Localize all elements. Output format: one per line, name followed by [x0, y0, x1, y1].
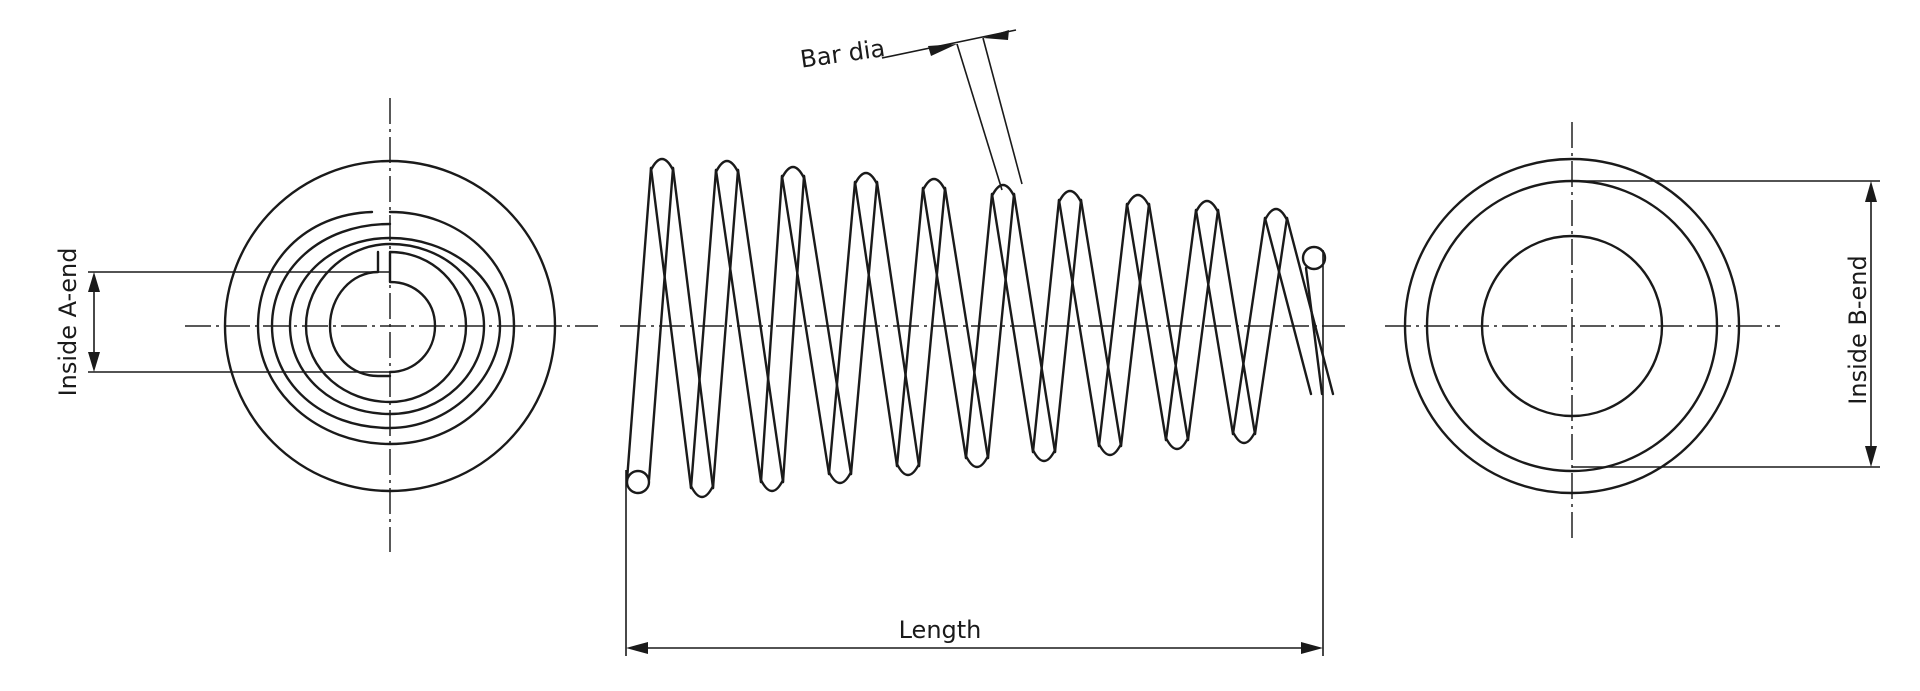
bar-dia-label: Bar dia	[798, 34, 886, 74]
bar-dia-leader-left	[956, 43, 1003, 191]
coil-top-bend	[780, 165, 806, 180]
coil-top-bend	[921, 177, 947, 192]
b-end-arrow-top	[1865, 181, 1877, 202]
coil-start-end-cap	[625, 469, 651, 495]
coil-front-strand	[780, 174, 831, 476]
coil-top-bend	[1263, 207, 1289, 222]
coil-top-bend	[990, 183, 1016, 198]
coil-top-bend	[1125, 193, 1151, 208]
coil-top-bend	[853, 171, 879, 186]
coil-bottom-bend	[759, 478, 785, 493]
coil-back-strand	[781, 174, 806, 484]
coil-bottom-bend	[964, 454, 990, 469]
coil-bottom-bend	[1031, 448, 1057, 463]
coil-back-strand	[625, 166, 653, 482]
a-end-arrow-top	[88, 272, 100, 292]
coil-bottom-bend	[895, 462, 921, 477]
coil-front-strand	[1216, 208, 1257, 436]
b-end-inner-circle	[1480, 234, 1664, 418]
coil-front-strand	[1012, 192, 1057, 454]
coil-back-strand	[1097, 202, 1129, 448]
inside-b-end-label: Inside B-end	[1844, 255, 1872, 404]
coil-back-strand	[964, 192, 994, 460]
coil-top-bend	[649, 157, 675, 172]
bar-dia-arrow-left	[928, 44, 957, 56]
coil-front-strand	[1125, 202, 1168, 442]
coil-back-strand	[647, 166, 675, 482]
coil-front-strand	[875, 180, 921, 468]
length-arrow-left	[626, 642, 648, 654]
spring-side-view: Bar dia Length	[620, 29, 1345, 656]
coil-front-strand	[1057, 198, 1101, 448]
b-end-outer-circle	[1403, 157, 1741, 495]
coil-back-strand	[895, 186, 925, 468]
coil-front-strand	[736, 168, 785, 484]
b-end-arrow-bottom	[1865, 446, 1877, 467]
coil-top-bend	[1194, 199, 1220, 214]
length-label: Length	[899, 616, 982, 644]
coil-top-bend	[714, 159, 740, 174]
coil-back-strand	[1119, 202, 1151, 448]
coil-back-strand	[1031, 198, 1061, 454]
coil-back-strand	[827, 180, 857, 476]
length-arrow-right	[1301, 642, 1323, 654]
coil-back-strand	[711, 168, 740, 490]
bar-dia-dimension-line	[881, 29, 1017, 59]
spring-coils	[625, 157, 1335, 499]
coil-back-strand	[849, 180, 879, 476]
coil-back-strand	[1186, 208, 1220, 442]
a-end-view: Inside A-end	[54, 98, 598, 552]
inside-a-end-label: Inside A-end	[54, 248, 82, 397]
coil-back-strand	[917, 186, 947, 468]
coil-front-strand	[671, 166, 715, 490]
coil-front-strand	[649, 166, 693, 490]
coil-front-strand	[1147, 202, 1190, 442]
bar-dia-arrow-right	[983, 30, 1009, 40]
coil-back-strand	[759, 174, 784, 484]
coil-bottom-bend	[689, 484, 715, 499]
coil-front-strand	[714, 168, 763, 484]
coil-front-strand	[1079, 198, 1123, 448]
coil-back-strand	[1231, 216, 1267, 436]
coil-bottom-bend	[1164, 436, 1190, 451]
coil-back-strand	[689, 168, 718, 490]
coil-front-strand	[1263, 216, 1313, 396]
coil-back-strand	[1164, 208, 1198, 442]
coil-back-strand	[1053, 198, 1083, 454]
a-end-spiral-inner-edge	[328, 250, 392, 378]
coil-finish-strand	[1304, 266, 1324, 396]
coil-bottom-bend	[827, 470, 853, 485]
coil-finish-end-cap	[1301, 245, 1327, 271]
coil-front-strand	[921, 186, 968, 460]
coil-top-bend	[1057, 189, 1083, 204]
coil-back-strand	[1253, 216, 1289, 436]
b-end-view: Inside B-end	[1385, 122, 1880, 542]
a-end-spiral-coil	[270, 222, 502, 430]
a-end-spiral-outer-rings	[256, 210, 516, 446]
coil-front-strand	[802, 174, 853, 476]
coil-bottom-bend	[1231, 430, 1257, 445]
a-end-outer-circle	[223, 159, 557, 493]
bar-dia-leader-right	[982, 37, 1023, 185]
coil-front-strand	[990, 192, 1035, 454]
coil-front-strand	[943, 186, 990, 460]
a-end-arrow-bottom	[88, 352, 100, 372]
coil-back-strand	[986, 192, 1016, 460]
coil-front-strand	[853, 180, 899, 468]
coil-front-strand	[1194, 208, 1235, 436]
coil-bottom-bend	[1097, 442, 1123, 457]
